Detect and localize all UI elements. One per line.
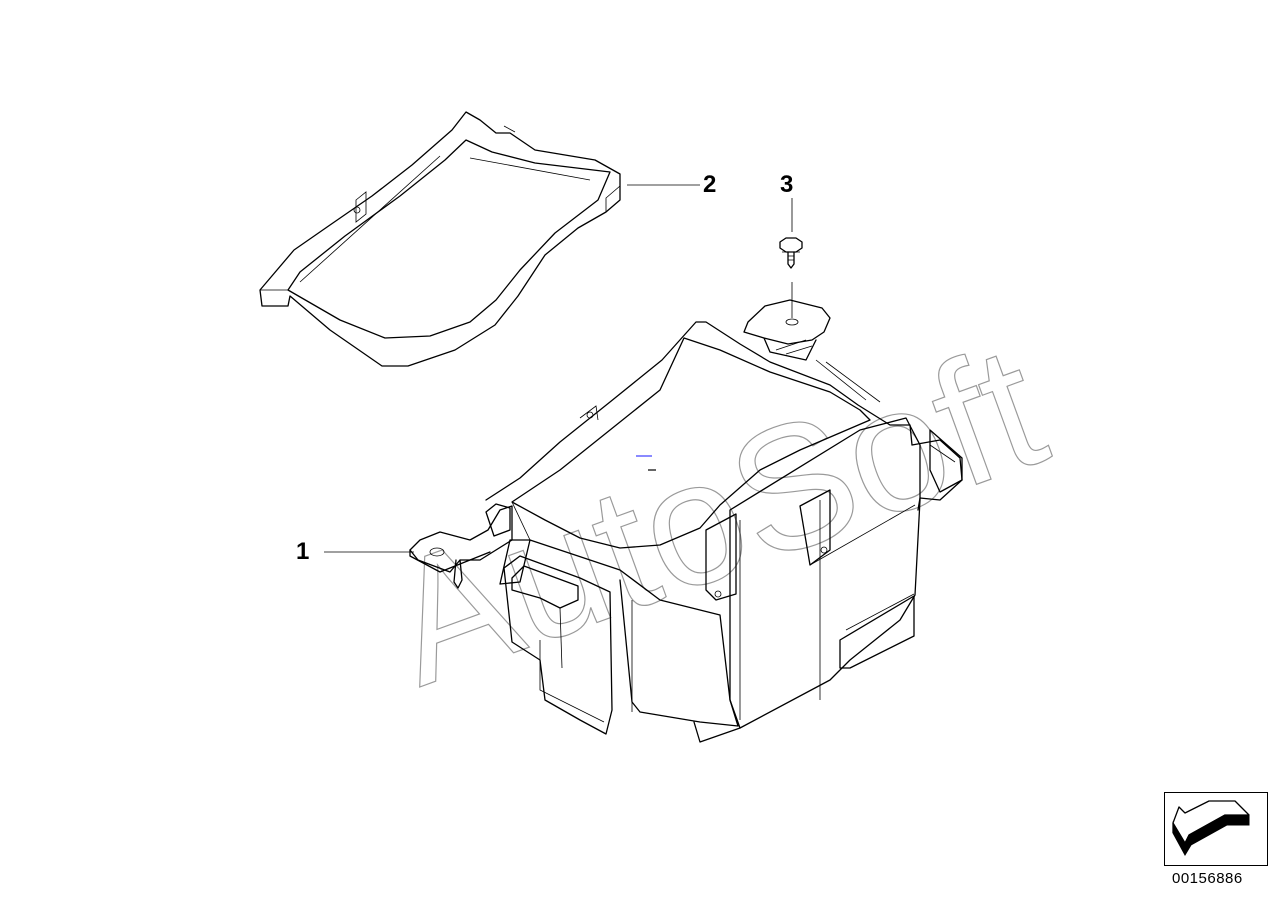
box-housing bbox=[409, 299, 963, 743]
bolt bbox=[779, 237, 803, 269]
diagonal-arrow-icon bbox=[1172, 800, 1250, 857]
callout-part-1: 1 bbox=[296, 538, 310, 565]
callout-part-2: 2 bbox=[703, 171, 717, 198]
cover-lid bbox=[259, 111, 621, 367]
callout-part-3: 3 bbox=[780, 171, 794, 198]
navigation-arrow-button[interactable] bbox=[1164, 792, 1268, 866]
diagram-number: 00156886 bbox=[1172, 870, 1243, 887]
watermark-text: AutoSoft bbox=[365, 308, 1066, 723]
